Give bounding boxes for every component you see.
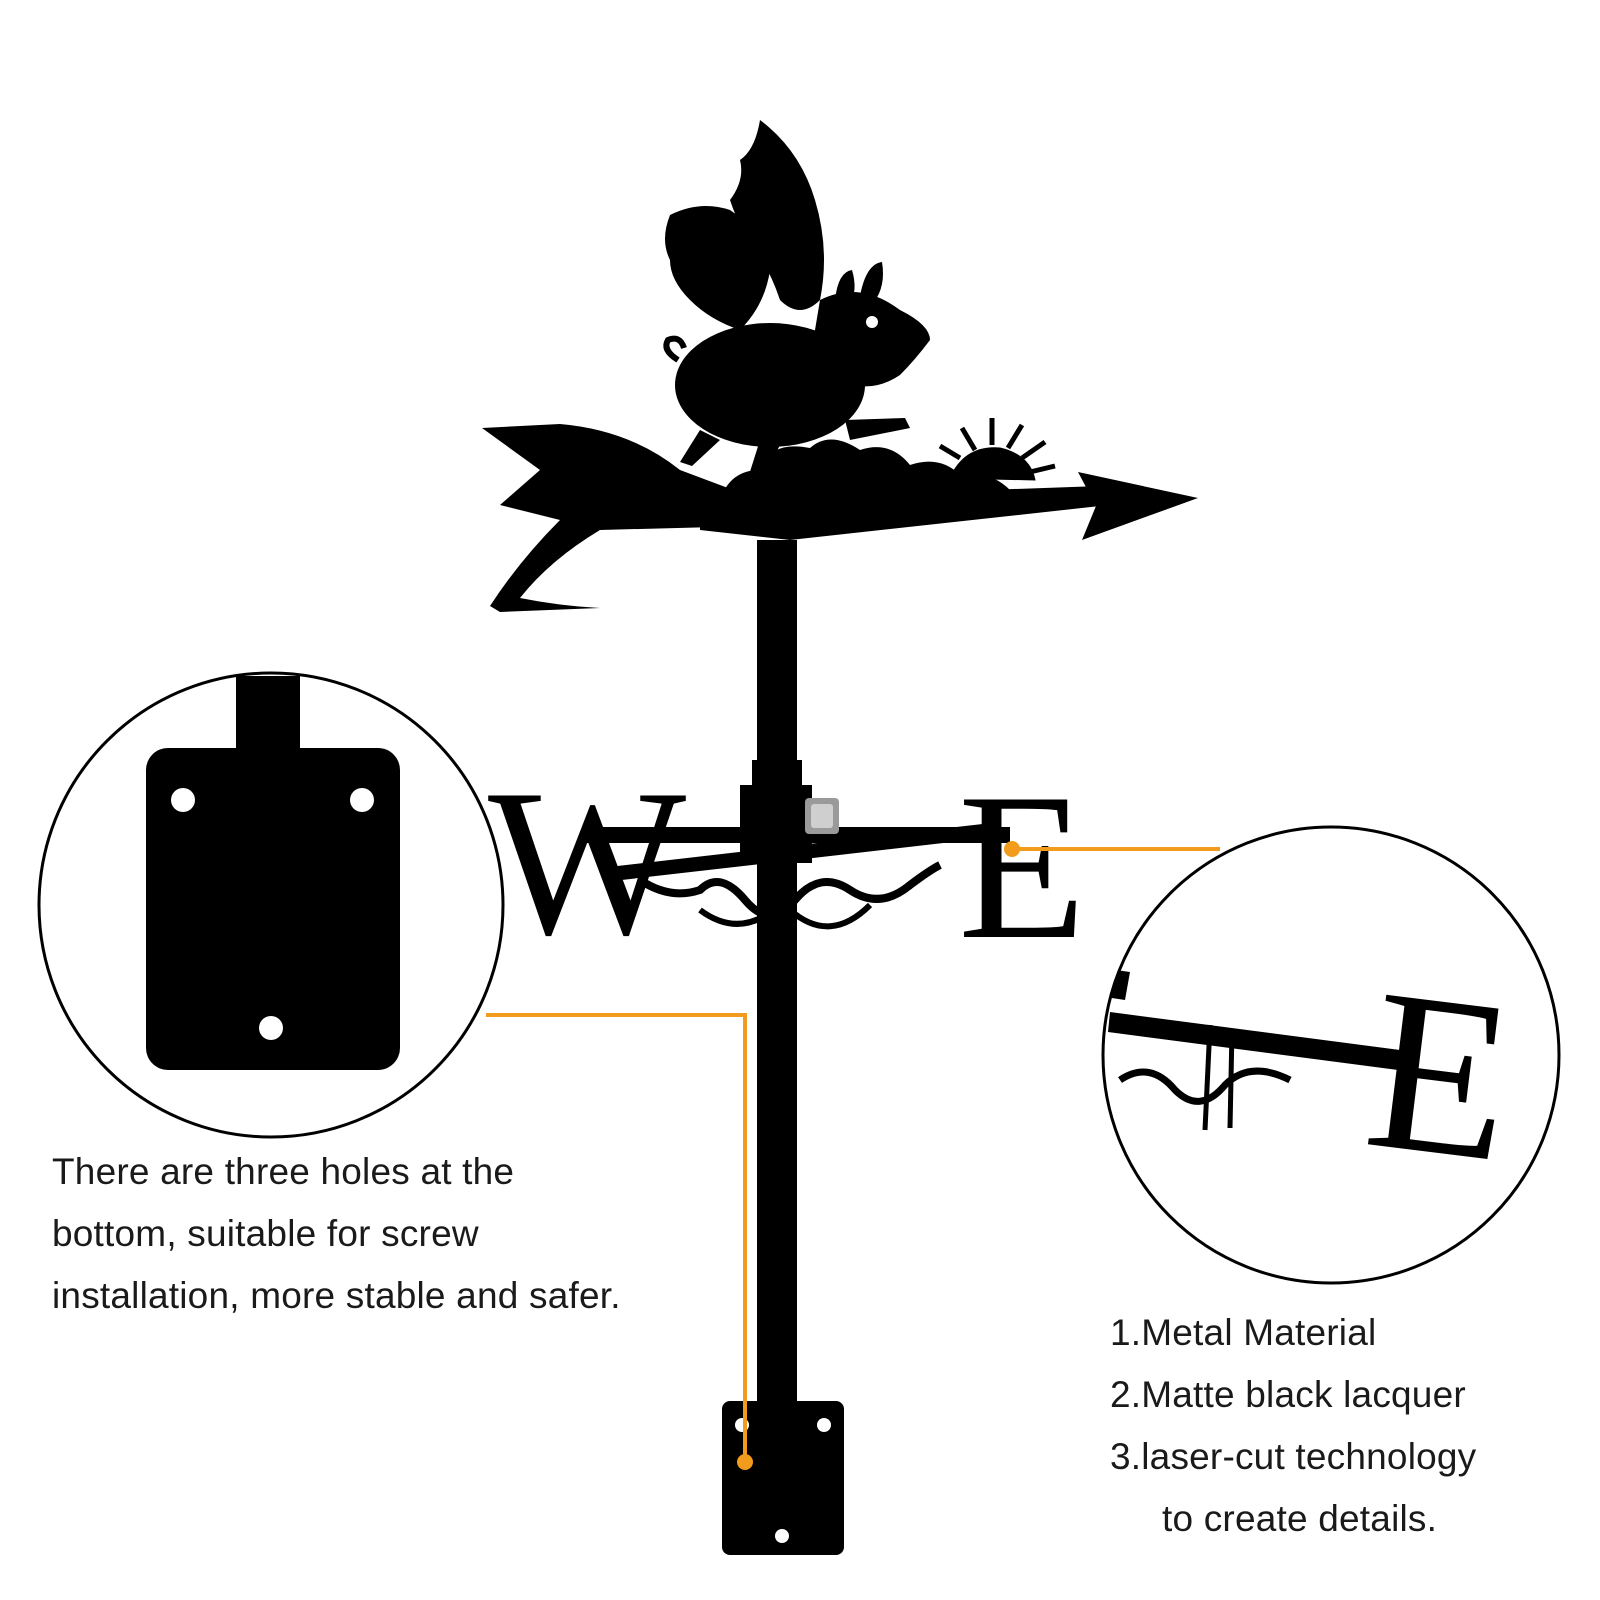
mounting-caption-line: installation, more stable and safer. [52,1275,621,1316]
pole [757,540,797,1440]
mounting-plate [722,1401,844,1555]
feature-item: 2.Matte black lacquer [1110,1374,1466,1415]
arrow-head [1078,472,1198,540]
mounting-caption-line: There are three holes at the [52,1151,515,1192]
callout-right [1004,841,1220,857]
mounting-caption: There are three holes at the bottom, sui… [52,1141,752,1327]
feature-item: 3.laser-cut technology [1110,1436,1477,1477]
feature-item: 1.Metal Material [1110,1312,1377,1353]
clouds [720,439,1010,505]
zoom-circle-east-arm: E [1101,825,1561,1285]
sun [938,418,1056,481]
zoom-east-letter: E [1355,940,1526,1210]
mounting-caption-line: bottom, suitable for screw [52,1213,479,1254]
weathervane: W E [482,120,1198,1555]
hub [740,785,812,863]
feature-list: 1.Metal Material 2.Matte black lacquer 3… [1110,1302,1580,1550]
scroll-ornament [637,861,942,919]
zoom-circle-mounting-plate [37,671,505,1139]
compass-west: W [488,747,686,979]
bolt-icon [805,798,839,834]
flying-pig [663,120,930,480]
feature-item: to create details. [1162,1498,1438,1539]
callout-left [486,1013,753,1470]
compass-east: E [958,751,1086,983]
arrow-tail [482,424,790,612]
